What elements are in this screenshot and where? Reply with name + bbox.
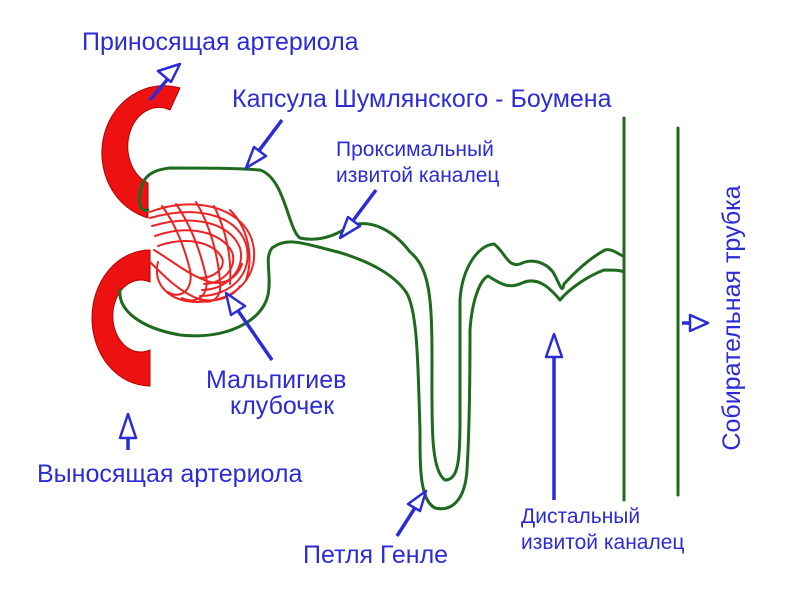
capsule-inner-wall bbox=[138, 166, 626, 482]
label-proximal-line1: Проксимальный bbox=[336, 138, 494, 161]
label-distal-line2: извитой каналец bbox=[521, 531, 684, 554]
glomerulus bbox=[149, 201, 256, 304]
arrow-henle bbox=[395, 489, 428, 537]
arrow-collecting bbox=[682, 313, 710, 333]
afferent-arteriole bbox=[101, 85, 181, 219]
arrow-afferent bbox=[148, 62, 182, 102]
efferent-arteriole bbox=[91, 249, 151, 387]
arrow-efferent bbox=[118, 412, 138, 450]
arrow-capsule bbox=[244, 118, 284, 170]
capsule-rim bbox=[137, 191, 150, 212]
label-glomerulus-line1: Мальпигиев bbox=[206, 366, 346, 394]
label-glomerulus-line2: клубочек bbox=[230, 392, 335, 420]
label-distal-line1: Дистальный bbox=[521, 505, 640, 528]
arrow-distal bbox=[544, 332, 564, 500]
arrow-proximal bbox=[338, 188, 378, 240]
label-afferent-arteriole: Приносящая артериола bbox=[82, 28, 359, 56]
label-henle-loop: Петля Генле bbox=[303, 541, 448, 569]
label-capsule: Капсула Шумлянского - Боумена bbox=[232, 85, 612, 113]
label-collecting-duct: Собирательная трубка bbox=[718, 185, 746, 450]
label-efferent-arteriole: Выносящая артериола bbox=[37, 460, 302, 488]
arrow-glomerulus bbox=[224, 291, 274, 361]
label-proximal-line2: извитой каналец bbox=[336, 164, 499, 187]
